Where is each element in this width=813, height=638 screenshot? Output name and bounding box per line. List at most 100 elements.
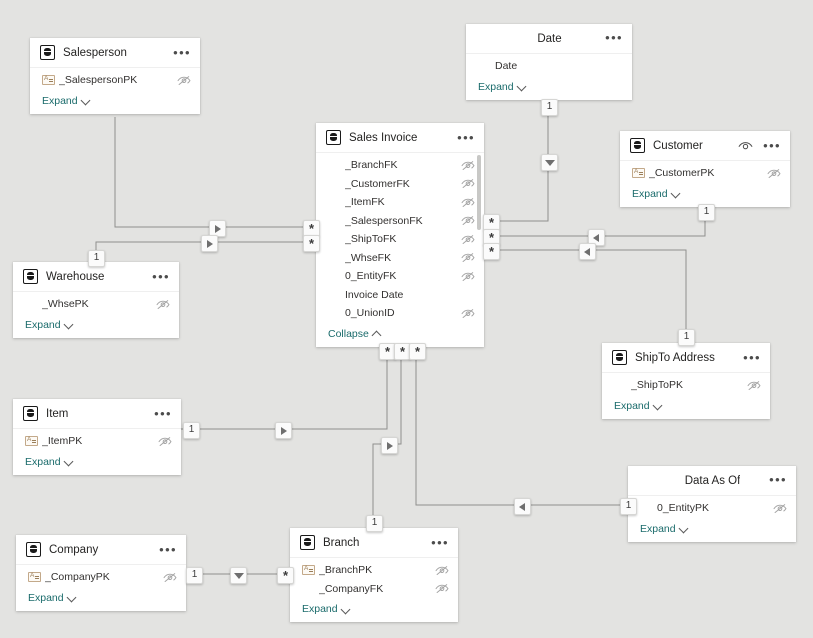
filter-arrow-item[interactable] (275, 422, 292, 439)
hidden-eye-icon[interactable] (158, 436, 172, 447)
cardinality-salesinvoice-left-2[interactable]: * (303, 235, 320, 252)
cardinality-item[interactable]: 1 (183, 422, 200, 439)
field-row[interactable]: _WhseFK (316, 249, 484, 268)
hidden-eye-icon[interactable] (461, 215, 475, 226)
filter-arrow-warehouse[interactable] (201, 235, 218, 252)
cardinality-branch-many[interactable]: * (277, 567, 294, 584)
field-row[interactable]: _BranchPK (290, 561, 458, 580)
cardinality-warehouse[interactable]: 1 (88, 250, 105, 267)
expand-collapse-button-sales-invoice[interactable]: Collapse (316, 323, 484, 347)
field-row[interactable]: Date (466, 57, 632, 76)
hidden-eye-icon[interactable] (156, 299, 170, 310)
more-options-icon[interactable]: ••• (763, 137, 781, 153)
field-row[interactable]: _CompanyFK (290, 580, 458, 599)
hidden-eye-icon[interactable] (461, 197, 475, 208)
more-options-icon[interactable]: ••• (457, 129, 475, 145)
more-options-icon[interactable]: ••• (173, 44, 191, 60)
field-row[interactable]: _CustomerPK (620, 164, 790, 183)
field-row[interactable]: _SalespersonFK (316, 212, 484, 231)
more-options-icon[interactable]: ••• (154, 405, 172, 421)
field-row[interactable]: Invoice Date (316, 286, 484, 305)
expand-collapse-button-date[interactable]: Expand (466, 76, 632, 100)
table-header-salesperson[interactable]: Salesperson••• (30, 38, 200, 68)
filter-arrow-shipto[interactable] (579, 243, 596, 260)
hidden-eye-icon[interactable] (461, 308, 475, 319)
hidden-eye-icon[interactable] (461, 234, 475, 245)
hidden-eye-icon[interactable] (435, 565, 449, 576)
hidden-eye-icon[interactable] (461, 271, 475, 282)
hidden-eye-icon[interactable] (163, 572, 177, 583)
hidden-eye-icon[interactable] (747, 380, 761, 391)
expand-collapse-button-salesperson[interactable]: Expand (30, 90, 200, 114)
table-header-date[interactable]: Date••• (466, 24, 632, 54)
table-header-customer[interactable]: Customer••• (620, 131, 790, 161)
hidden-eye-icon[interactable] (461, 252, 475, 263)
field-row[interactable]: _BranchFK (316, 156, 484, 175)
more-options-icon[interactable]: ••• (159, 541, 177, 557)
cardinality-date[interactable]: 1 (541, 99, 558, 116)
table-card-sales-invoice[interactable]: Sales Invoice••• _BranchFK_CustomerFK_Ite… (316, 123, 484, 347)
field-row[interactable]: _ItemPK (13, 432, 181, 451)
expand-collapse-button-company[interactable]: Expand (16, 587, 186, 611)
field-row[interactable]: _WhsePK (13, 295, 179, 314)
filter-arrow-customer[interactable] (588, 229, 605, 246)
more-options-icon[interactable]: ••• (152, 268, 170, 284)
cardinality-customer[interactable]: 1 (698, 204, 715, 221)
filter-arrow-company[interactable] (230, 567, 247, 584)
hidden-eye-icon[interactable] (773, 503, 787, 514)
expand-collapse-button-customer[interactable]: Expand (620, 183, 790, 207)
more-options-icon[interactable]: ••• (431, 534, 449, 550)
table-header-warehouse[interactable]: Warehouse••• (13, 262, 179, 292)
expand-collapse-button-warehouse[interactable]: Expand (13, 314, 179, 338)
eye-icon[interactable] (738, 140, 753, 152)
cardinality-salesinvoice-left-1[interactable]: * (303, 220, 320, 237)
table-header-item[interactable]: Item••• (13, 399, 181, 429)
cardinality-branch[interactable]: 1 (366, 515, 383, 532)
cardinality-shipto[interactable]: 1 (678, 329, 695, 346)
filter-arrow-branch[interactable] (381, 437, 398, 454)
field-row[interactable]: _SalespersonPK (30, 71, 200, 90)
table-header-sales-invoice[interactable]: Sales Invoice••• (316, 123, 484, 153)
table-header-data-as-of[interactable]: Data As Of••• (628, 466, 796, 496)
more-options-icon[interactable]: ••• (769, 472, 787, 487)
field-row[interactable]: _ShipToPK (602, 376, 770, 395)
table-header-shipto-address[interactable]: ShipTo Address••• (602, 343, 770, 373)
field-row[interactable]: 0_UnionID (316, 304, 484, 323)
more-options-icon[interactable]: ••• (605, 30, 623, 45)
field-row[interactable]: _ItemFK (316, 193, 484, 212)
field-row[interactable]: _CustomerFK (316, 175, 484, 194)
field-row[interactable]: 0_EntityPK (628, 499, 796, 518)
expand-collapse-button-shipto-address[interactable]: Expand (602, 395, 770, 419)
expand-collapse-button-item[interactable]: Expand (13, 451, 181, 475)
hidden-eye-icon[interactable] (461, 178, 475, 189)
field-row[interactable]: _ShipToFK (316, 230, 484, 249)
cardinality-dataasof[interactable]: 1 (620, 498, 637, 515)
cardinality-salesinvoice-right-3[interactable]: * (483, 243, 500, 260)
field-row[interactable]: 0_EntityFK (316, 267, 484, 286)
more-options-icon[interactable]: ••• (743, 349, 761, 365)
field-list-scrollbar[interactable] (477, 155, 481, 230)
expand-collapse-button-data-as-of[interactable]: Expand (628, 518, 796, 542)
filter-arrow-date[interactable] (541, 154, 558, 171)
hidden-eye-icon[interactable] (177, 75, 191, 86)
hidden-eye-icon[interactable] (435, 583, 449, 594)
cardinality-company[interactable]: 1 (186, 567, 203, 584)
table-header-branch[interactable]: Branch••• (290, 528, 458, 558)
hidden-eye-icon[interactable] (461, 160, 475, 171)
cardinality-salesinvoice-bottom-3[interactable]: * (409, 343, 426, 360)
filter-arrow-dataasof[interactable] (514, 498, 531, 515)
hidden-eye-icon[interactable] (767, 168, 781, 179)
expand-collapse-button-branch[interactable]: Expand (290, 598, 458, 622)
field-row[interactable]: _CompanyPK (16, 568, 186, 587)
table-header-company[interactable]: Company••• (16, 535, 186, 565)
